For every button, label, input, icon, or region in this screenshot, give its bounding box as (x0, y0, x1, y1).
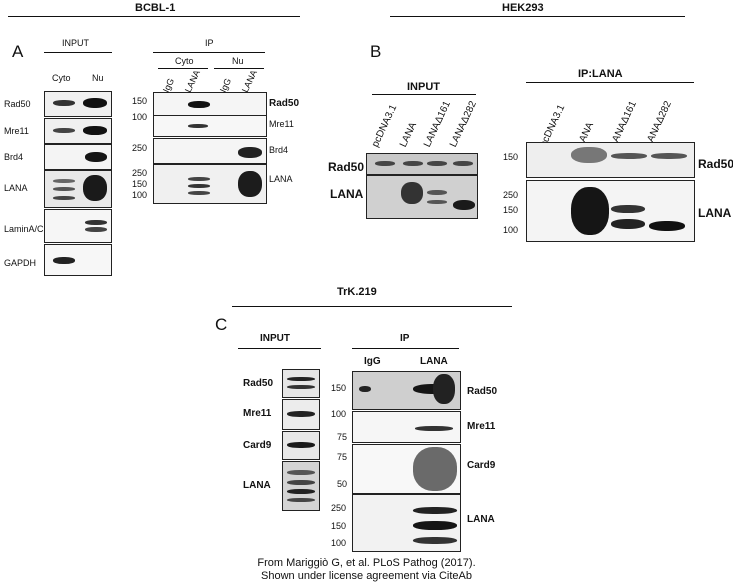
panel-a-mw-rad50: 150 (132, 96, 148, 106)
panel-b-mw-lana-150: 150 (503, 205, 519, 215)
panel-a-mw-brd4: 250 (132, 143, 148, 153)
panel-a-input-label-gapdh: GAPDH (4, 258, 37, 268)
panel-b-input-label-lana: LANA (330, 187, 364, 201)
bcbl-title: BCBL-1 (135, 2, 176, 14)
citation-line-2: Shown under license agreement via CiteAb (261, 570, 472, 582)
hek-rule (390, 16, 685, 17)
panel-c-ip-blot-lana (352, 494, 461, 552)
panel-a-input-label-lamin: LaminA/C (4, 224, 44, 234)
panel-b-ip-blot-lana (526, 180, 695, 242)
trk-rule (232, 306, 512, 307)
panel-c-input-blot-card9 (282, 431, 320, 460)
hek-title: HEK293 (502, 2, 544, 14)
panel-a-input-label-lana: LANA (4, 183, 28, 193)
panel-c-ip-label-mre11: Mre11 (467, 421, 496, 432)
panel-a-input-label-mre11: Mre11 (4, 126, 29, 136)
panel-a-ip-blot-mre11 (153, 115, 267, 137)
panel-c-mw-card9-75: 75 (337, 452, 348, 462)
panel-c-ip-label-lana: LANA (467, 514, 495, 525)
bcbl-rule (8, 16, 300, 17)
panel-a-ip-header: IP (205, 38, 214, 48)
panel-c-mw-card9-50: 50 (337, 479, 348, 489)
panel-a-ip-blot-rad50 (153, 92, 267, 116)
panel-a-ip-group-cyto: Cyto (175, 56, 194, 66)
panel-b-ip-header: IP:LANA (578, 68, 623, 80)
panel-a-ip-nu-rule (214, 68, 264, 69)
panel-b-input-rule (372, 94, 476, 95)
panel-a-ip-label-rad50: Rad50 (269, 98, 300, 109)
panel-a-mw-lana-100: 100 (132, 190, 148, 200)
panel-c-ip-blot-rad50 (352, 371, 461, 410)
panel-a-input-header: INPUT (62, 38, 89, 48)
panel-b-mw-rad50: 150 (503, 152, 519, 162)
panel-c-input-blot-mre11 (282, 399, 320, 430)
panel-b-ip-label-rad50: Rad50 (698, 157, 733, 171)
panel-c-input-label-mre11: Mre11 (243, 408, 272, 419)
panel-c-input-header: INPUT (260, 333, 290, 344)
panel-c-ip-header: IP (400, 333, 410, 344)
panel-b-ip-rule (526, 82, 694, 83)
panel-a-ip-label-mre11: Mre11 (269, 119, 294, 129)
panel-c-mw-mre11-75: 75 (337, 432, 348, 442)
panel-c-input-label-card9: Card9 (243, 440, 272, 451)
panel-b-input-lane-pcdna: pcDNA3.1 (370, 103, 400, 149)
panel-c-input-blot-lana (282, 461, 320, 511)
panel-b-ip-label-lana: LANA (698, 206, 732, 220)
panel-a-lane-cyto: Cyto (52, 73, 71, 83)
panel-a-ip-label-brd4: Brd4 (269, 145, 289, 155)
panel-a-input-blot-brd4 (44, 144, 112, 170)
panel-c-ip-blot-mre11 (352, 411, 461, 443)
panel-c-mw-lana-100: 100 (331, 538, 347, 548)
panel-a-input-rule (44, 52, 112, 53)
panel-b-ip-blot-rad50 (526, 142, 695, 178)
panel-b-input-blot-rad50 (366, 153, 478, 175)
panel-a-ip-lane-lana-2: LANA (239, 68, 259, 94)
panel-a-ip-cyto-rule (158, 68, 208, 69)
panel-b-input-lane-d282: LANAΔ282 (448, 99, 479, 149)
panel-c-ip-rule (352, 348, 459, 349)
panel-a-input-label-brd4: Brd4 (4, 152, 24, 162)
panel-c-ip-label-card9: Card9 (467, 460, 496, 471)
panel-a-letter: A (12, 42, 24, 61)
panel-a-input-blot-lamin (44, 209, 112, 243)
panel-b-input-header: INPUT (407, 81, 440, 93)
trk-title: TrK.219 (337, 286, 377, 298)
panel-b-mw-lana-250: 250 (503, 190, 519, 200)
panel-c-mw-mre11-100: 100 (331, 409, 347, 419)
panel-a-input-blot-gapdh (44, 244, 112, 276)
panel-a-ip-group-nu: Nu (232, 56, 244, 66)
panel-a-ip-blot-lana (153, 164, 267, 204)
panel-c-input-rule (238, 348, 321, 349)
panel-b-input-blot-lana (366, 175, 478, 219)
panel-a-lane-nu: Nu (92, 73, 104, 83)
panel-c-ip-label-rad50: Rad50 (467, 386, 498, 397)
panel-c-mw-rad50: 150 (331, 383, 347, 393)
panel-c-ip-blot-card9 (352, 444, 461, 494)
panel-c-mw-lana-250: 250 (331, 503, 347, 513)
panel-a-input-blot-lana (44, 170, 112, 208)
panel-c-input-label-rad50: Rad50 (243, 378, 274, 389)
panel-b-input-label-rad50: Rad50 (328, 160, 365, 174)
panel-a-mw-lana-250: 250 (132, 168, 148, 178)
panel-a-mw-mre11: 100 (132, 112, 148, 122)
panel-c-input-blot-rad50 (282, 369, 320, 398)
panel-a-ip-blot-brd4 (153, 138, 267, 164)
panel-c-ip-lane-lana: LANA (420, 356, 448, 367)
panel-c-mw-lana-150: 150 (331, 521, 347, 531)
panel-b-mw-lana-100: 100 (503, 225, 519, 235)
panel-a-mw-lana-150: 150 (132, 179, 148, 189)
citation-line-1: From Mariggiò G, et al. PLoS Pathog (201… (257, 557, 476, 569)
panel-c-ip-lane-igg: IgG (364, 356, 381, 367)
panel-a-input-blot-rad50 (44, 91, 112, 117)
panel-a-ip-label-lana: LANA (269, 174, 293, 184)
panel-a-ip-lane-lana-1: LANA (182, 68, 202, 94)
panel-a-input-label-rad50: Rad50 (4, 99, 31, 109)
panel-a-input-blot-mre11 (44, 118, 112, 144)
panel-c-letter: C (215, 315, 228, 334)
panel-c-input-label-lana: LANA (243, 480, 271, 491)
panel-a-ip-rule (153, 52, 265, 53)
panel-b-input-lane-lana: LANA (398, 120, 420, 149)
panel-b-letter: B (370, 42, 382, 61)
